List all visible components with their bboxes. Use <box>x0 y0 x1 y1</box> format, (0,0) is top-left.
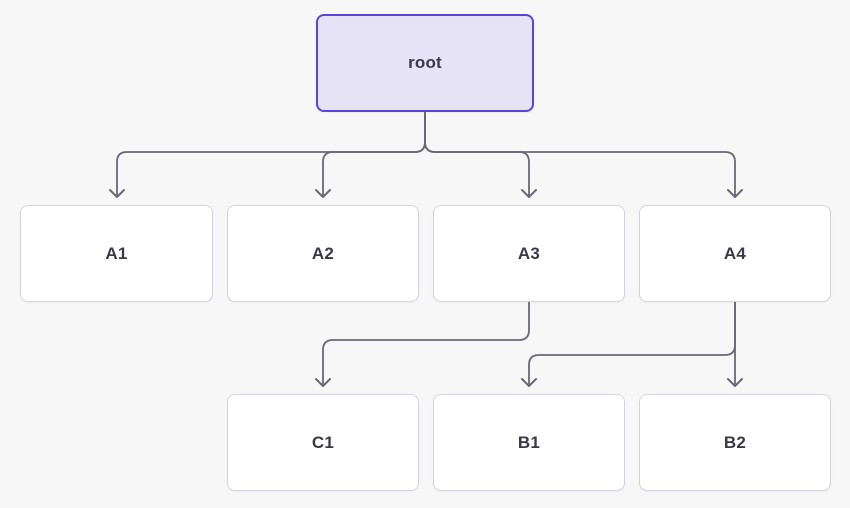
edge-a4-b1 <box>528 302 736 385</box>
node-c1: C1 <box>227 394 419 491</box>
edge-root-a4 <box>424 112 736 196</box>
node-b1-label: B1 <box>517 432 541 452</box>
arrowhead-a3-c1 <box>315 378 331 387</box>
node-a3-label: A3 <box>517 243 541 263</box>
arrowhead-root-a1 <box>109 189 125 198</box>
arrowhead-a4-b2 <box>727 378 743 387</box>
node-a4-label: A4 <box>723 243 747 263</box>
node-a2-label: A2 <box>311 243 335 263</box>
arrowhead-root-a4 <box>727 189 743 198</box>
node-b2-label: B2 <box>723 432 747 452</box>
node-a4: A4 <box>639 205 831 302</box>
node-root-label: root <box>408 53 442 72</box>
node-a2: A2 <box>227 205 419 302</box>
node-root: root <box>316 14 534 112</box>
node-a3: A3 <box>433 205 625 302</box>
edge-root-a3 <box>424 112 530 196</box>
node-c1-label: C1 <box>311 432 335 452</box>
node-b1: B1 <box>433 394 625 491</box>
edge-root-a1 <box>116 112 426 196</box>
node-a1-label: A1 <box>105 243 128 263</box>
edge-a3-c1 <box>322 302 530 385</box>
arrowhead-root-a2 <box>315 189 331 198</box>
node-a1: A1 <box>20 205 213 302</box>
arrowhead-a4-b1 <box>521 378 537 387</box>
edge-root-a2 <box>322 112 426 196</box>
arrowhead-root-a3 <box>521 189 537 198</box>
node-b2: B2 <box>639 394 831 491</box>
